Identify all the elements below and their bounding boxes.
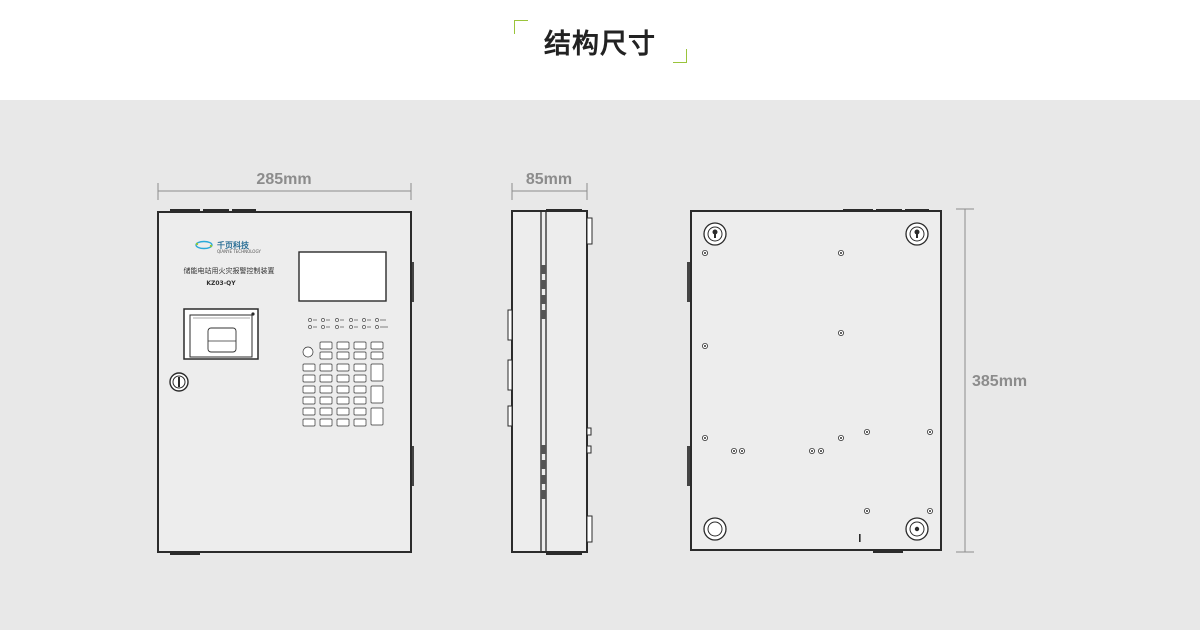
section-title: 结构尺寸 [544,29,656,59]
height-dimension [956,208,974,553]
width-dimension [157,183,412,200]
keyhole-mount-icon [703,222,929,541]
product-name: 储能电站用火灾报警控制装置 [184,266,275,275]
back-view [687,209,942,553]
brand-tagline: QIANYE TECHNOLOGY [217,249,261,254]
brand-logo-icon [195,240,213,250]
depth-label: 85mm [526,171,572,188]
brand-name: 千页科技 [217,240,250,250]
printer-icon [183,308,259,360]
lcd-screen [298,251,387,302]
front-view: 285mm 千页科技 QIANYE TECHNOLOGY 储能电站用火灾报警控制… [157,171,414,555]
keypad [302,341,384,427]
indicator-leds [308,318,388,329]
width-label: 285mm [256,171,311,188]
model-number: KZ03-QY [206,280,236,287]
side-enclosure [511,210,588,553]
side-view: 85mm [507,171,593,555]
back-enclosure [690,210,942,551]
title-bracket-top-left [514,20,528,34]
depth-dimension [511,183,588,200]
lock-icon [169,372,189,392]
height-label: 385mm [972,373,1027,390]
title-bracket-bottom-right [673,49,687,63]
page-header: 结构尺寸 [0,0,1200,100]
